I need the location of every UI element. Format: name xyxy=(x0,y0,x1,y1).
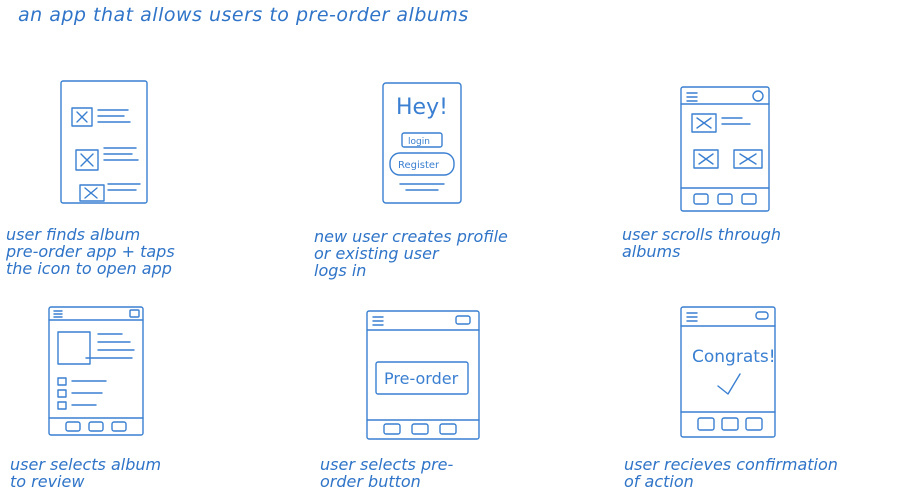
menu-icon xyxy=(53,310,63,318)
menu-icon xyxy=(372,316,384,326)
frame-1-caption: user finds album pre-order app + taps th… xyxy=(6,225,175,278)
frame-2-heading: Hey! xyxy=(396,95,448,120)
x-box-icon xyxy=(693,149,719,169)
menu-icon xyxy=(686,92,698,102)
frame-3-sketch xyxy=(680,86,770,212)
frame-3-caption: user scrolls through albums xyxy=(622,225,782,261)
x-box-icon xyxy=(71,107,93,127)
x-box-icon xyxy=(691,113,717,133)
frame-5-caption: user selects pre- order button xyxy=(320,455,454,491)
profile-icon xyxy=(752,90,764,102)
checkmark-icon xyxy=(717,373,741,395)
frame-5-sketch: Pre-order xyxy=(366,310,480,440)
frame-5-preorder-button: Pre-order xyxy=(384,369,459,388)
frame-6-sketch: Congrats! xyxy=(680,306,776,438)
frame-2-sketch: Hey! login Register xyxy=(382,82,462,204)
x-box-icon xyxy=(79,184,105,202)
frame-2-register-button: Register xyxy=(398,160,440,171)
frame-2-login-button: login xyxy=(408,137,430,147)
frame-6-caption: user recieves confirmation of action xyxy=(624,455,838,491)
frame-4-sketch xyxy=(48,306,144,436)
frame-1-sketch xyxy=(60,80,148,204)
x-box-icon xyxy=(75,149,99,171)
frame-6-message: Congrats! xyxy=(692,347,776,367)
x-box-icon xyxy=(733,149,763,169)
frame-4-caption: user selects album to review xyxy=(10,455,162,491)
page-title: an app that allows users to pre-order al… xyxy=(18,4,469,26)
frame-2-caption: new user creates profile or existing use… xyxy=(314,227,508,280)
menu-icon xyxy=(686,312,698,322)
